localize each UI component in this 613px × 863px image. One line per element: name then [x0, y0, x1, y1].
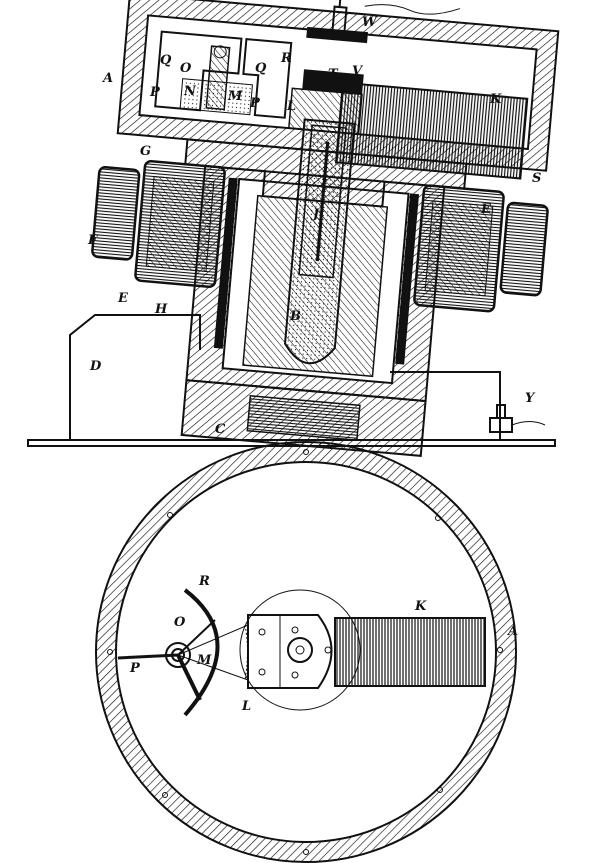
label-m-upper: M — [227, 89, 243, 104]
label-v: V — [352, 64, 364, 79]
label-l-upper: L — [286, 99, 296, 114]
sectional-view — [91, 0, 560, 457]
label-r-lower: R — [198, 574, 210, 589]
label-o-lower: O — [174, 615, 186, 630]
label-q-right: Q — [255, 61, 267, 76]
label-s: S — [532, 171, 541, 186]
label-b: B — [289, 309, 301, 324]
bracket-assembly — [154, 30, 293, 119]
plan-view: R O M P L K A — [95, 441, 518, 863]
label-c: C — [215, 422, 226, 437]
base-plate-d — [27, 314, 556, 447]
label-p-left: P — [149, 85, 161, 100]
label-w: W — [362, 15, 378, 30]
label-y: Y — [525, 391, 536, 406]
label-k-lower: K — [414, 599, 427, 614]
label-t: T — [328, 67, 339, 82]
label-k-upper: K — [489, 92, 502, 107]
arm-k — [288, 69, 529, 180]
label-l-lower: L — [241, 699, 251, 714]
label-n: N — [183, 84, 197, 99]
label-a-lower: A — [506, 624, 518, 639]
upper-labels: A W R V T Q O Q N M P P L K G S J E F E … — [87, 15, 541, 437]
label-e-left: E — [117, 291, 129, 306]
label-e-right: E — [480, 202, 492, 217]
label-d: D — [89, 359, 102, 374]
coil-e-right — [413, 184, 549, 313]
label-f: F — [87, 233, 98, 248]
label-p-right: P — [249, 96, 261, 111]
label-m-lower: M — [196, 653, 212, 668]
terminal-w — [306, 0, 461, 44]
label-h: H — [154, 302, 168, 317]
base-housing-c — [180, 379, 427, 457]
label-r-upper: R — [280, 51, 292, 66]
label-p-lower: P — [129, 661, 141, 676]
coil-f-left — [91, 159, 226, 289]
label-q-left: Q — [160, 53, 172, 68]
label-a-upper: A — [101, 71, 113, 86]
casing-a — [116, 0, 560, 172]
label-o-upper: O — [180, 61, 192, 76]
label-g: G — [140, 144, 151, 159]
label-j: J — [310, 207, 320, 222]
bolt-holes — [107, 449, 503, 855]
